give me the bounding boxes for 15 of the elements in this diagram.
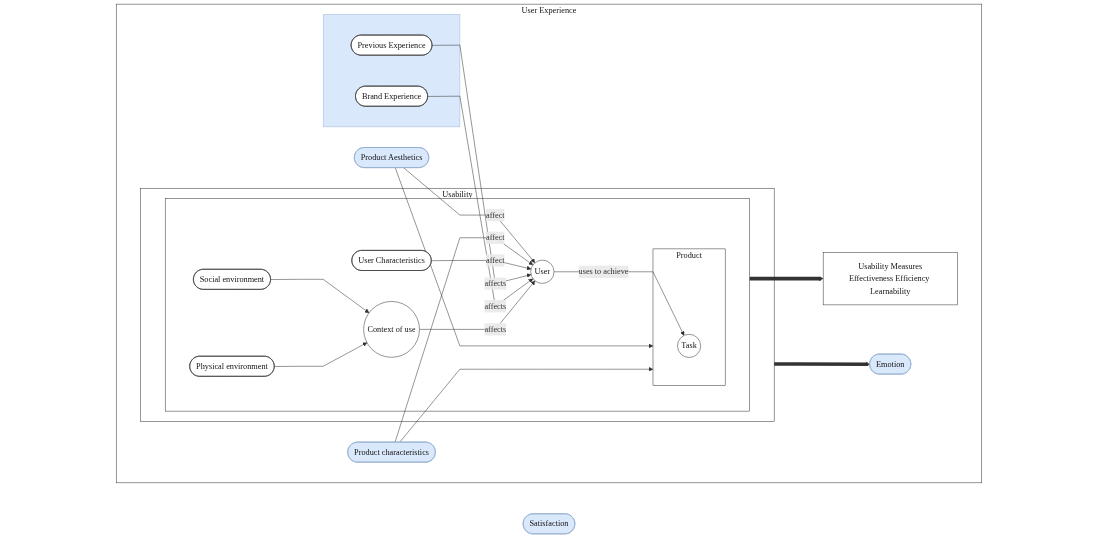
cluster [164,198,750,412]
node-circle: User [530,259,555,284]
cluster [322,14,461,128]
edge-label: affects [484,301,507,311]
edge-label: uses to achieve [578,267,629,276]
edge-label: affects [484,278,507,288]
arrow [749,276,824,281]
edge-label: affects [484,324,507,334]
node-circle: Task [677,334,701,358]
arrow [774,362,871,367]
edge-label: affect [485,255,505,265]
node-circle: Context of use [363,301,420,358]
node-box: Usability Measures Effectiveness Efficiency Learnability [822,252,958,306]
edge-label: affect [485,210,505,220]
edge-label: affect [485,233,505,242]
